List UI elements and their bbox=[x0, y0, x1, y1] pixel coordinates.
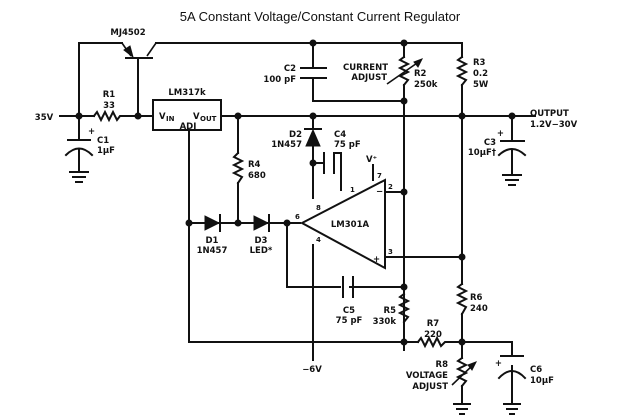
c6-value: 10µF bbox=[530, 376, 554, 386]
input-voltage-label: 35V bbox=[35, 113, 54, 123]
u1-ref: LM317k bbox=[168, 88, 206, 98]
r6-value: 240 bbox=[470, 304, 488, 314]
output-label: OUTPUT bbox=[530, 109, 569, 119]
r2-value: 250k bbox=[414, 80, 438, 90]
r5-value: 330k bbox=[373, 317, 397, 327]
u2-pin3: 3 bbox=[388, 248, 393, 256]
c4-value: 75 pF bbox=[334, 140, 361, 150]
d1-ref: D1 bbox=[206, 236, 219, 246]
r8-ref: R8 bbox=[436, 360, 449, 370]
u2-pin7: 7 bbox=[377, 172, 382, 180]
diode-d2: D2 1N457 bbox=[271, 128, 322, 150]
r1-ref: R1 bbox=[103, 90, 116, 100]
u2-inverting: − bbox=[376, 187, 383, 197]
resistor-r1: R1 33 bbox=[92, 90, 123, 123]
ground-icon bbox=[69, 171, 89, 183]
junction-dots bbox=[75, 39, 516, 346]
r3-ref: R3 bbox=[473, 58, 486, 68]
capacitor-c4: C4 75 pF bbox=[323, 130, 361, 174]
c1-polarity: + bbox=[88, 127, 95, 137]
resistor-r6: R6 240 bbox=[455, 282, 488, 316]
u2-supply-label: V⁺ bbox=[366, 155, 377, 165]
u2-pin8: 8 bbox=[316, 204, 321, 212]
ground-icon bbox=[502, 174, 522, 186]
u2-noninverting: + bbox=[373, 255, 380, 265]
u1-pin-vin-sub: IN bbox=[166, 115, 175, 123]
u2-pin1: 1 bbox=[350, 186, 355, 194]
capacitor-c5: C5 75 pF bbox=[336, 276, 363, 326]
capacitor-c2: C2 100 pF bbox=[263, 64, 327, 85]
c2-ref: C2 bbox=[284, 64, 296, 74]
r2-function-line2: ADJUST bbox=[351, 73, 387, 83]
c2-value: 100 pF bbox=[263, 75, 296, 85]
r4-ref: R4 bbox=[248, 160, 261, 170]
regulator-u1: LM317k V IN V OUT ADJ bbox=[152, 88, 222, 132]
adjust-arrow-icon bbox=[467, 361, 478, 371]
d2-ref: D2 bbox=[289, 130, 302, 140]
u2-pin2: 2 bbox=[388, 183, 393, 191]
c3-ref: C3 bbox=[484, 138, 496, 148]
d1-value: 1N457 bbox=[197, 246, 228, 256]
diagram-title: 5A Constant Voltage/Constant Current Reg… bbox=[180, 9, 461, 24]
c1-value: 1µF bbox=[97, 146, 115, 156]
r8-function-line2: ADJUST bbox=[412, 382, 448, 392]
r2-ref: R2 bbox=[414, 69, 427, 79]
potentiometer-r2: CURRENT ADJUST R2 250k bbox=[343, 55, 438, 90]
led-d3: D3 LED* bbox=[250, 214, 273, 256]
u1-pin-adj: ADJ bbox=[180, 122, 197, 132]
r2-function-line1: CURRENT bbox=[343, 63, 388, 73]
r8-function-line1: VOLTAGE bbox=[406, 371, 448, 381]
u2-pin6: 6 bbox=[295, 213, 300, 221]
c6-polarity: + bbox=[495, 359, 502, 369]
d2-value: 1N457 bbox=[271, 140, 302, 150]
opamp-u2: LM301A − + V⁺ 7 2 3 1 8 4 6 bbox=[295, 155, 393, 270]
r1-value: 33 bbox=[103, 101, 115, 111]
resistor-r5: R5 330k bbox=[373, 292, 411, 327]
transistor-q1: MJ4502 bbox=[110, 28, 157, 59]
r7-ref: R7 bbox=[427, 319, 440, 329]
c3-value: 10µF† bbox=[468, 148, 496, 158]
u2-pin4: 4 bbox=[316, 236, 321, 244]
r3-rating: 5W bbox=[473, 80, 489, 90]
ground-icon bbox=[453, 403, 471, 415]
resistor-r3: R3 0.2 5W bbox=[455, 55, 489, 90]
r4-value: 680 bbox=[248, 171, 266, 181]
c3-polarity: + bbox=[497, 129, 504, 139]
r7-value: 220 bbox=[424, 330, 442, 340]
ground-icon bbox=[503, 403, 521, 415]
c1-ref: C1 bbox=[97, 136, 109, 146]
u1-pin-vout-sub: OUT bbox=[200, 115, 217, 123]
negative-supply-label: −6V bbox=[302, 365, 322, 375]
d3-value: LED* bbox=[250, 246, 273, 256]
u2-ref: LM301A bbox=[331, 220, 370, 230]
c5-ref: C5 bbox=[343, 306, 355, 316]
r5-ref: R5 bbox=[384, 306, 397, 316]
d3-ref: D3 bbox=[255, 236, 268, 246]
r6-ref: R6 bbox=[470, 293, 483, 303]
output-terminal: OUTPUT 1.2V−30V bbox=[530, 109, 578, 130]
u1-pin-vin: V bbox=[159, 112, 166, 122]
c6-ref: C6 bbox=[530, 365, 542, 375]
potentiometer-r8: R8 VOLTAGE ADJUST bbox=[406, 356, 478, 415]
output-range: 1.2V−30V bbox=[530, 120, 578, 130]
diode-d1: D1 1N457 bbox=[197, 214, 228, 256]
resistor-r4: R4 680 bbox=[231, 151, 266, 185]
emitter-arrow-icon bbox=[123, 45, 134, 59]
resistor-r7: R7 220 bbox=[416, 319, 449, 349]
wires bbox=[59, 42, 536, 403]
adjust-arrow-icon bbox=[413, 58, 424, 68]
capacitor-c1: + C1 1µF bbox=[64, 127, 115, 183]
q1-label: MJ4502 bbox=[110, 28, 145, 38]
c4-ref: C4 bbox=[334, 130, 346, 140]
c5-value: 75 pF bbox=[336, 316, 363, 326]
u1-pin-vout: V bbox=[193, 112, 200, 122]
capacitor-c6: + C6 10µF bbox=[495, 355, 554, 415]
r3-value: 0.2 bbox=[473, 69, 488, 79]
capacitor-c3: + C3 10µF† bbox=[468, 129, 527, 186]
